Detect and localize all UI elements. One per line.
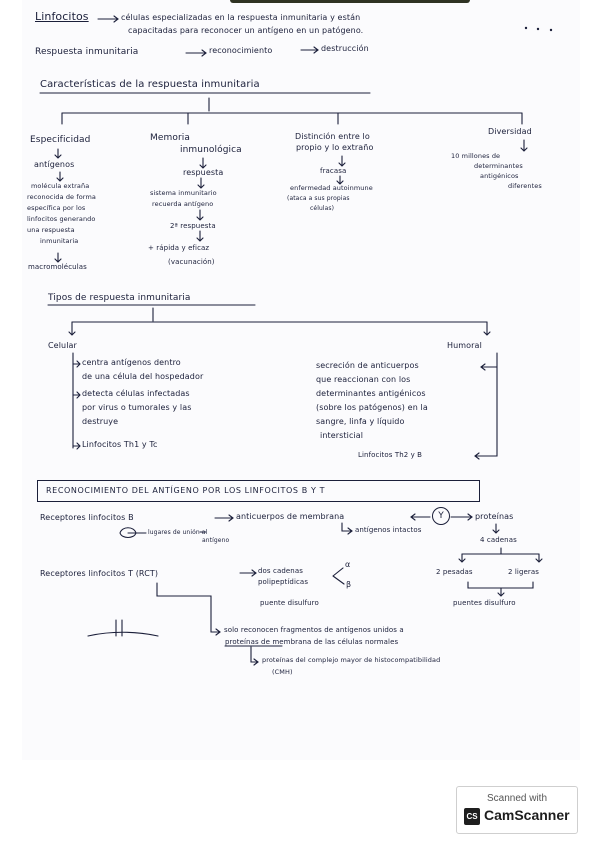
intro-linfocitos: Linfocitos <box>35 10 89 23</box>
scanned-with-text: Scanned with <box>486 793 548 804</box>
diversity-desc-2: determinantes <box>474 162 523 170</box>
beta-chain: β <box>346 580 352 589</box>
humoral-desc-5: sangre, linfa y líquido <box>316 417 405 426</box>
cellular-item-2c: destruye <box>82 417 119 426</box>
memory-desc-1: sistema inmunitario <box>150 189 217 197</box>
only-recognize-line1: solo reconocen fragmentos de antígenos u… <box>224 626 404 634</box>
heavy-chains: 2 pesadas <box>436 568 473 576</box>
diversity-desc-3: antigénicos <box>480 172 519 180</box>
specificity-macromolecules: macromoléculas <box>28 263 87 271</box>
recognition-title-box <box>37 480 480 502</box>
membrane-antibodies: anticuerpos de membrana <box>236 512 345 521</box>
camscanner-name: CamScanner <box>484 807 570 823</box>
cellular-lymphocytes: Linfocitos Th1 y Tc <box>82 440 158 449</box>
immune-response-label: Respuesta inmunitaria <box>35 47 139 57</box>
only-recognize-line2: proteínas de membrana de las células nor… <box>225 638 399 646</box>
specificity-desc-3: específica por los <box>27 204 86 212</box>
humoral-lymphocytes: Linfocitos Th2 y B <box>358 451 423 459</box>
binding-site-line2: antígeno <box>202 537 230 544</box>
recognition-title: RECONOCIMIENTO DEL ANTÍGENO POR LOS LINF… <box>46 486 326 495</box>
diversity-heading: Diversidad <box>488 127 532 136</box>
mhc-line2: (CMH) <box>272 668 293 676</box>
memory-second-response: 2ª respuesta <box>170 222 216 230</box>
humoral-desc-2: que reaccionan con los <box>316 375 411 384</box>
alpha-chain: α <box>345 560 351 569</box>
memory-heading-2: inmunológica <box>180 145 242 155</box>
types-title: Tipos de respuesta inmunitaria <box>48 293 191 303</box>
cellular-item-1b: de una célula del hospedador <box>82 372 204 381</box>
intro-definition-line1: células especializadas en la respuesta i… <box>121 13 361 22</box>
specificity-desc-4: linfocitos generando <box>27 215 96 223</box>
polypeptide-chains: polipeptídicas <box>258 578 309 586</box>
distinction-desc-1: enfermedad autoinmune <box>290 184 373 192</box>
specificity-desc-5: una respuesta <box>27 226 75 234</box>
distinction-heading-1: Distinción entre lo <box>295 132 370 141</box>
memory-heading-1: Memoria <box>150 133 190 143</box>
mhc-line1: proteínas del complejo mayor de histocom… <box>262 656 441 664</box>
cellular-item-2b: por virus o tumorales y las <box>82 403 192 412</box>
notebook-page <box>22 0 580 760</box>
two-chains: dos cadenas <box>258 567 303 575</box>
memory-vaccination: (vacunación) <box>168 258 215 266</box>
disulfide-bridges: puentes disulfuro <box>453 599 516 607</box>
diversity-desc-1: 10 millones de <box>451 152 501 160</box>
scan-edge-shadow <box>230 0 470 3</box>
intro-definition-line2: capacitadas para reconocer un antígeno e… <box>128 26 364 35</box>
humoral-desc-4: (sobre los patógenos) en la <box>316 403 428 412</box>
light-chains: 2 ligeras <box>508 568 540 576</box>
antibody-y-symbol: Y <box>432 507 450 525</box>
four-chains: 4 cadenas <box>480 536 517 544</box>
camscanner-watermark: Scanned with CS CamScanner <box>456 786 578 834</box>
cellular-item-1a: centra antígenos dentro <box>82 358 181 367</box>
proteins-label: proteínas <box>475 512 514 521</box>
specificity-antigens: antígenos <box>34 160 75 169</box>
cellular-item-2a: detecta células infectadas <box>82 389 190 398</box>
diversity-desc-4: diferentes <box>508 182 542 190</box>
humoral-heading: Humoral <box>447 341 482 350</box>
binding-site-line1: lugares de unión al <box>148 529 208 536</box>
humoral-desc-6: intersticial <box>320 431 364 440</box>
destruction-word: destrucción <box>321 44 369 53</box>
specificity-desc-1: molécula extraña <box>31 182 90 190</box>
humoral-desc-3: determinantes antigénicos <box>316 389 426 398</box>
specificity-heading: Especificidad <box>30 135 91 145</box>
distinction-heading-2: propio y lo extraño <box>296 143 374 152</box>
recognition-word: reconocimiento <box>209 46 273 55</box>
memory-response: respuesta <box>183 168 224 177</box>
distinction-desc-2: (ataca a sus propias <box>287 195 350 202</box>
memory-desc-2: recuerda antígeno <box>152 200 214 208</box>
distinction-fails: fracasa <box>320 167 347 175</box>
characteristics-title: Características de la respuesta inmunita… <box>40 79 260 90</box>
b-receptors-label: Receptores linfocitos B <box>40 513 134 522</box>
specificity-desc-6: inmunitaria <box>40 237 79 245</box>
disulfide-bridge: puente disulfuro <box>260 599 319 607</box>
distinction-desc-3: células) <box>310 205 335 212</box>
t-receptors-label: Receptores linfocitos T (RCT) <box>40 569 159 578</box>
humoral-desc-1: secreción de anticuerpos <box>316 361 419 370</box>
specificity-desc-2: reconocida de forma <box>27 193 96 201</box>
intact-antigens: antígenos intactos <box>355 526 422 534</box>
cellular-heading: Celular <box>48 341 77 350</box>
memory-faster: + rápida y eficaz <box>148 244 210 252</box>
camscanner-logo-icon: CS <box>464 808 480 825</box>
